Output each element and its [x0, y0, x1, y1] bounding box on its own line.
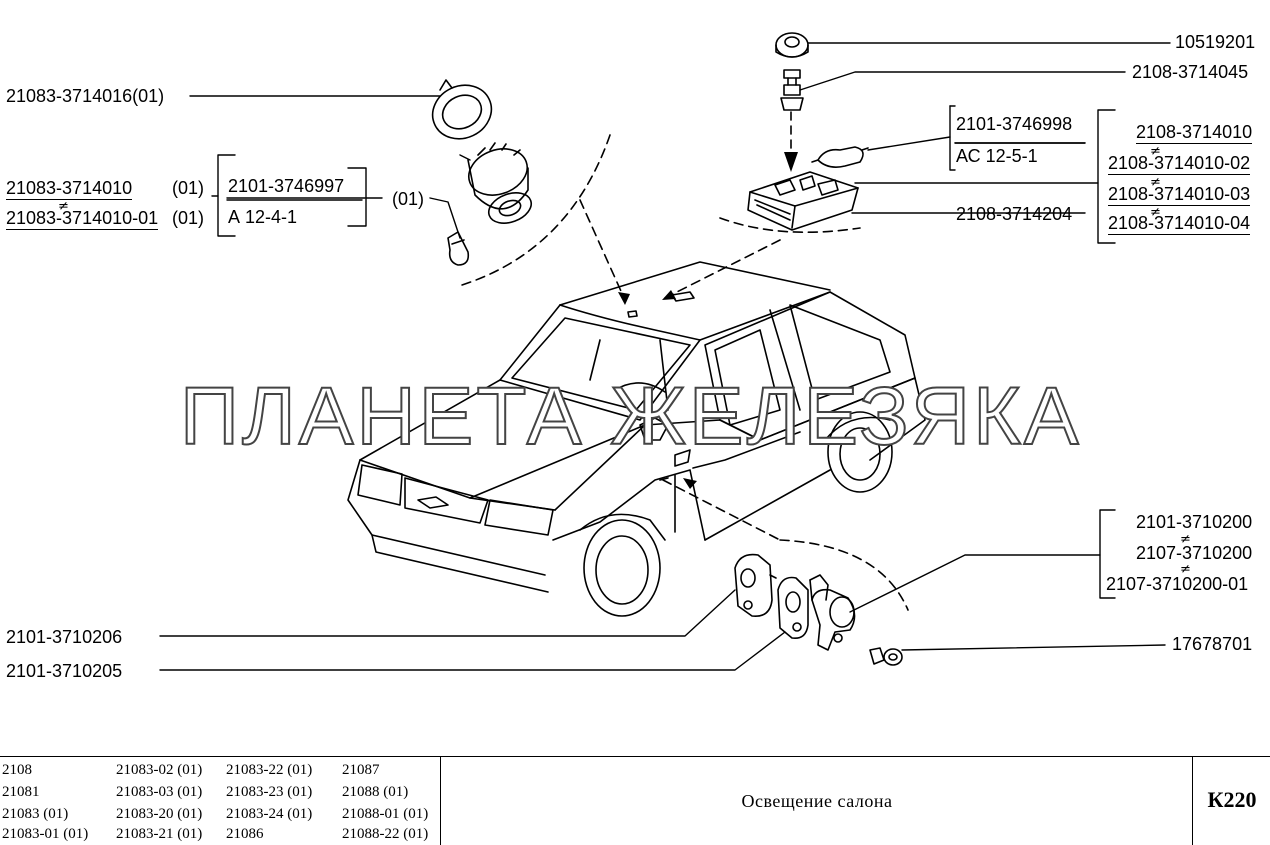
not-interchangeable-mark: ≠	[1150, 205, 1161, 220]
model-cell: 21083-01 (01)	[2, 826, 89, 842]
not-interchangeable-mark: ≠	[58, 199, 69, 214]
part-label-2108-3714010: 2108-3714010	[1136, 122, 1253, 144]
part-label-2108-3714010-04: 2108-3714010-04	[1108, 213, 1251, 235]
leader-lines	[159, 42, 1171, 671]
part-label-2108-3714010-03: 2108-3714010-03	[1108, 184, 1251, 206]
model-cell: 21083-20 (01)	[116, 806, 203, 822]
part-label-2101-3710206: 2101-3710206	[6, 627, 123, 647]
part-label-2101-3710200: 2101-3710200	[1136, 512, 1253, 532]
part-label-ac-12-5-1: АС 12-5-1	[956, 146, 1038, 166]
model-cell: 21083 (01)	[2, 806, 69, 822]
model-cell: 2108	[2, 762, 32, 778]
model-cell: 21083-22 (01)	[226, 762, 313, 778]
car-illustration	[347, 261, 926, 617]
model-cell: 21083-03 (01)	[116, 784, 203, 800]
part-label-17678701: 17678701	[1172, 634, 1253, 654]
part-label-suffix: (01)	[172, 178, 205, 198]
model-cell: 21087	[342, 762, 380, 778]
divider	[1192, 757, 1193, 845]
part-label-2108-3714010-02: 2108-3714010-02	[1108, 153, 1251, 175]
model-cell: 21088-22 (01)	[342, 826, 429, 842]
part-label-2108-3714204: 2108-3714204	[956, 204, 1073, 224]
part-label-21083-3714016: 21083-3714016(01)	[6, 86, 165, 106]
model-cell: 21083-02 (01)	[116, 762, 203, 778]
model-cell: 21088 (01)	[342, 784, 409, 800]
page-code: К220	[1207, 787, 1257, 812]
page-title: Освещение салона	[741, 791, 893, 811]
watermark: ПЛАНЕТА ЖЕЛЕЗЯКА	[179, 371, 1082, 463]
not-interchangeable-mark: ≠	[1180, 532, 1191, 547]
parts-diagram: 10519201 2108-3714045 21083-3714016(01) …	[6, 32, 1256, 681]
model-cell: 21083-23 (01)	[226, 784, 313, 800]
part-label-2107-3710200: 2107-3710200	[1136, 543, 1253, 563]
part-label-10519201: 10519201	[1175, 32, 1256, 52]
left-lamp-parts	[431, 79, 533, 266]
title-block: 2108 21081 21083 (01) 21083-01 (01) 2108…	[0, 756, 1270, 845]
part-label-2108-3714045: 2108-3714045	[1132, 62, 1249, 82]
part-label-suffix: (01)	[392, 189, 425, 209]
model-cell: 21083-24 (01)	[226, 806, 313, 822]
not-interchangeable-mark: ≠	[1180, 562, 1191, 577]
door-switch-parts	[734, 553, 903, 666]
part-label-suffix: (01)	[172, 208, 205, 228]
part-label-2101-3746997: 2101-3746997	[228, 176, 345, 196]
model-cell: 21081	[2, 784, 40, 800]
roof-lamp-parts	[747, 32, 869, 231]
part-label-2101-3710205: 2101-3710205	[6, 661, 123, 681]
part-label-21083-3714010-01: 21083-3714010-01	[6, 208, 159, 230]
divider	[440, 757, 441, 845]
arrowheads	[618, 152, 798, 489]
not-interchangeable-mark: ≠	[1150, 175, 1161, 190]
part-label-2101-3746998: 2101-3746998	[956, 114, 1073, 134]
model-cell: 21088-01 (01)	[342, 806, 429, 822]
model-cell: 21086	[226, 826, 264, 842]
part-label-a-12-4-1: А 12-4-1	[228, 207, 298, 227]
part-label-21083-3714010: 21083-3714010	[6, 178, 133, 200]
diagram-drawing	[159, 32, 1171, 671]
not-interchangeable-mark: ≠	[1150, 144, 1161, 159]
model-cell: 21083-21 (01)	[116, 826, 203, 842]
dashed-callouts	[461, 134, 909, 611]
part-label-2107-3710200-01: 2107-3710200-01	[1106, 574, 1249, 594]
